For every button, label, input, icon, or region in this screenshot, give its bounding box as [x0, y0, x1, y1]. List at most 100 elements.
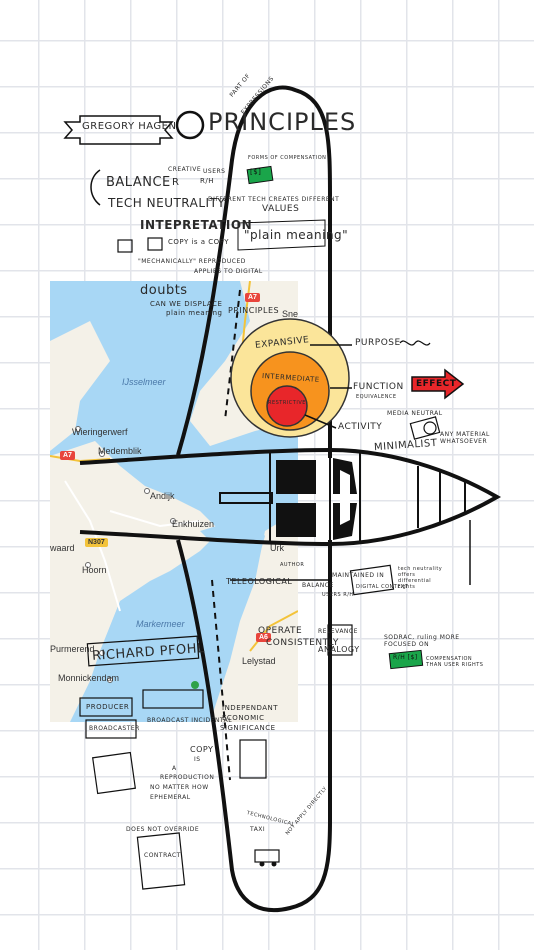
dollar-tag [246, 165, 274, 185]
note-significance: SIGNIFICANCE [220, 724, 276, 732]
map-land-north [50, 281, 298, 446]
tail-bar [219, 492, 273, 504]
note-no-matter-how: NO MATTER HOW [150, 784, 209, 791]
note-creative: CREATIVE [168, 166, 202, 173]
map-shield-a7-west: A7 [60, 451, 75, 460]
map-land-flevoland [210, 511, 298, 722]
note-balance-small: BALANCE [302, 582, 334, 589]
note-economic: ECONOMIC [222, 714, 265, 722]
dashed-line [211, 579, 231, 781]
note-plain-meaning: "plain meaning" [244, 228, 349, 242]
connector-line [304, 414, 337, 429]
map-place-dot [99, 650, 105, 656]
map-place-dot [85, 562, 91, 568]
note-tech-note: tech neutrality offers differential righ… [398, 566, 443, 590]
note-independant: INDEPENDANT [222, 704, 279, 712]
circle-restrictive [266, 385, 308, 427]
note-operate: OPERATE [258, 626, 303, 636]
map-label-waard: waard [50, 543, 75, 553]
note-analogy: ANALOGY [318, 645, 360, 654]
name-box [86, 635, 200, 667]
note-a: A [172, 765, 177, 772]
note-apply-digital: APPLIES TO DIGITAL [194, 268, 263, 275]
map-shield-a7-north: A7 [245, 293, 260, 302]
analogy-box [327, 624, 353, 656]
producer-box [79, 697, 133, 717]
map-land-northwest [50, 321, 110, 451]
map-label-lelystad: Lelystad [242, 656, 276, 666]
media-sketch [409, 416, 441, 440]
map-label-ijsselmeer: IJsselmeer [122, 377, 166, 387]
map-label-purmerend: Purmerend [50, 644, 95, 654]
map-label-wieringerwerf: Wieringerwerf [72, 427, 128, 437]
note-tech-neutrality: TECH NEUTRALITY [108, 196, 226, 210]
note-taxi: TAXI [250, 826, 266, 833]
note-plain-meaning-2: plain meaning [166, 309, 223, 317]
note-purpose: PURPOSE [355, 338, 401, 348]
plain-meaning-box [237, 219, 326, 251]
note-is: IS [194, 756, 201, 763]
note-interpretation: INTEPRETATION [140, 218, 253, 232]
note-broadcast-incidental: BROADCAST INCIDENTAL [147, 717, 233, 724]
map-label-monnickendam: Monnickendam [58, 673, 120, 683]
copy-sketch [117, 239, 133, 253]
note-compensation-users: COMPENSATION THAN USER RIGHTS [426, 656, 484, 668]
lower-wing-outline [176, 539, 332, 913]
map-label-enkhuizen: Enkhuizen [172, 519, 215, 529]
note-media-neutral: MEDIA NEUTRAL [387, 410, 443, 417]
copyright-circle [175, 110, 205, 140]
map-road [109, 510, 201, 528]
upper-wing-outline [176, 85, 332, 458]
note-doubts: doubts [140, 283, 188, 298]
note-can-we-displace: CAN WE DISPLACE [150, 300, 223, 308]
fuselage-outline [79, 447, 502, 547]
map-place-dot [75, 426, 81, 432]
note-any-material: ANY MATERIAL WHATSOEVER [440, 431, 490, 445]
note-mechanically: "MECHANICALLY" REPRODUCED [138, 258, 246, 265]
note-form-of-compensation: FORMS OF COMPENSATION [248, 155, 327, 161]
cockpit-window [276, 460, 316, 494]
map-land-westfriesland [50, 441, 220, 722]
map-shield-a6: A6 [256, 633, 271, 642]
note-r: R [172, 177, 180, 188]
copy-sketch [147, 237, 163, 251]
map-label-andijk: Andijk [150, 491, 175, 501]
taxi-wheel [259, 861, 265, 867]
note-reproduction: REPRODUCTION [160, 774, 215, 781]
broadcaster-box [85, 719, 137, 739]
note-digital-context: DIGITAL CONTEXT [356, 584, 409, 590]
note-principles-small: PRINCIPLES [228, 306, 280, 315]
map-highway [249, 610, 298, 652]
map-label-sne: Sne [282, 309, 298, 319]
note-users: USERS [203, 168, 226, 175]
note-broadcaster: BROADCASTER [89, 725, 140, 732]
broadcast-box [142, 689, 204, 709]
note-relevance: RELEVANCE [318, 628, 358, 635]
page-title: PRINCIPLES [208, 108, 357, 136]
note-producer: PRODUCER [86, 703, 130, 711]
note-rh: R/H [200, 177, 214, 185]
map-place-dot [144, 488, 150, 494]
cd-icon [423, 421, 437, 435]
note-different-tech: DIFFERENT TECH CREATES DIFFERENT [208, 196, 340, 203]
rh-tag [388, 649, 424, 670]
note-contract: CONTRACT [144, 852, 181, 859]
doc-sketch [239, 739, 267, 779]
map-place-dot [99, 451, 105, 457]
effect-label: EFFECT [416, 379, 457, 389]
rh-tag-label: R/H [$] [393, 654, 418, 661]
note-consistently: CONSISTENTLY [266, 638, 339, 648]
map-label-urk: Urk [270, 543, 284, 553]
taxi-wheel [271, 861, 277, 867]
map-label-markermeer: Markermeer [136, 619, 185, 629]
dollar-tag-label: [$] [250, 168, 262, 176]
note-equivalence: EQUIVALENCE [356, 394, 397, 400]
note-maintained-in: MAINTAINED IN [332, 572, 385, 579]
screen-sketch [349, 564, 395, 596]
note-users-rh: USERS R/H [322, 592, 354, 598]
taxi-icon [254, 849, 280, 863]
doc-sketch [92, 751, 136, 795]
note-values: VALUES [262, 204, 300, 214]
map-label-hoorn: Hoorn [82, 565, 107, 575]
